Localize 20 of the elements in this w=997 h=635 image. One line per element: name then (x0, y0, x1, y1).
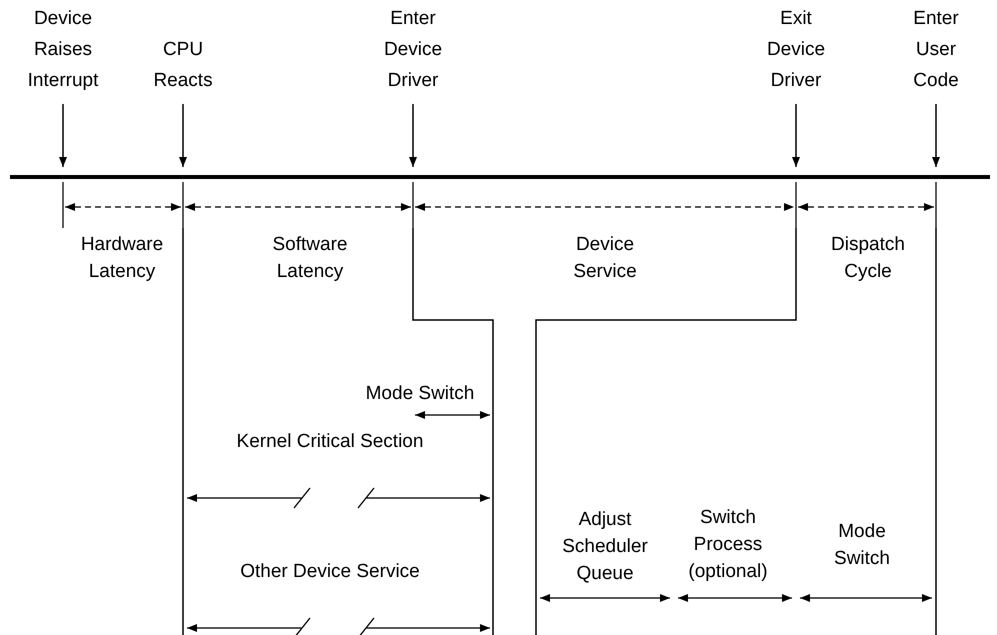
duration-label: Other Device Service (239, 560, 421, 584)
arrow (179, 104, 187, 167)
event-label: Enter User Code (913, 3, 959, 96)
interval-label: Hardware Latency (80, 233, 164, 284)
duration-label: Mode Switch (833, 520, 891, 571)
interval-label: Dispatch Cycle (830, 233, 906, 284)
duration-label: Kernel Critical Section (236, 430, 424, 454)
duration-label: Adjust Scheduler Queue (561, 508, 649, 586)
event-label: CPU Reacts (153, 34, 213, 96)
interval-label: Device Service (572, 233, 638, 284)
arrow (409, 104, 417, 167)
arrow (792, 104, 800, 167)
arrow (932, 104, 940, 167)
arrow (59, 104, 67, 167)
event-label: Enter Device Driver (384, 3, 442, 96)
event-label: Device Raises Interrupt (28, 3, 98, 96)
duration-label: Switch Process (optional) (687, 506, 769, 584)
event-label: Exit Device Driver (766, 3, 826, 96)
interval-label: Software Latency (272, 233, 348, 284)
duration-label: Mode Switch (364, 382, 476, 406)
